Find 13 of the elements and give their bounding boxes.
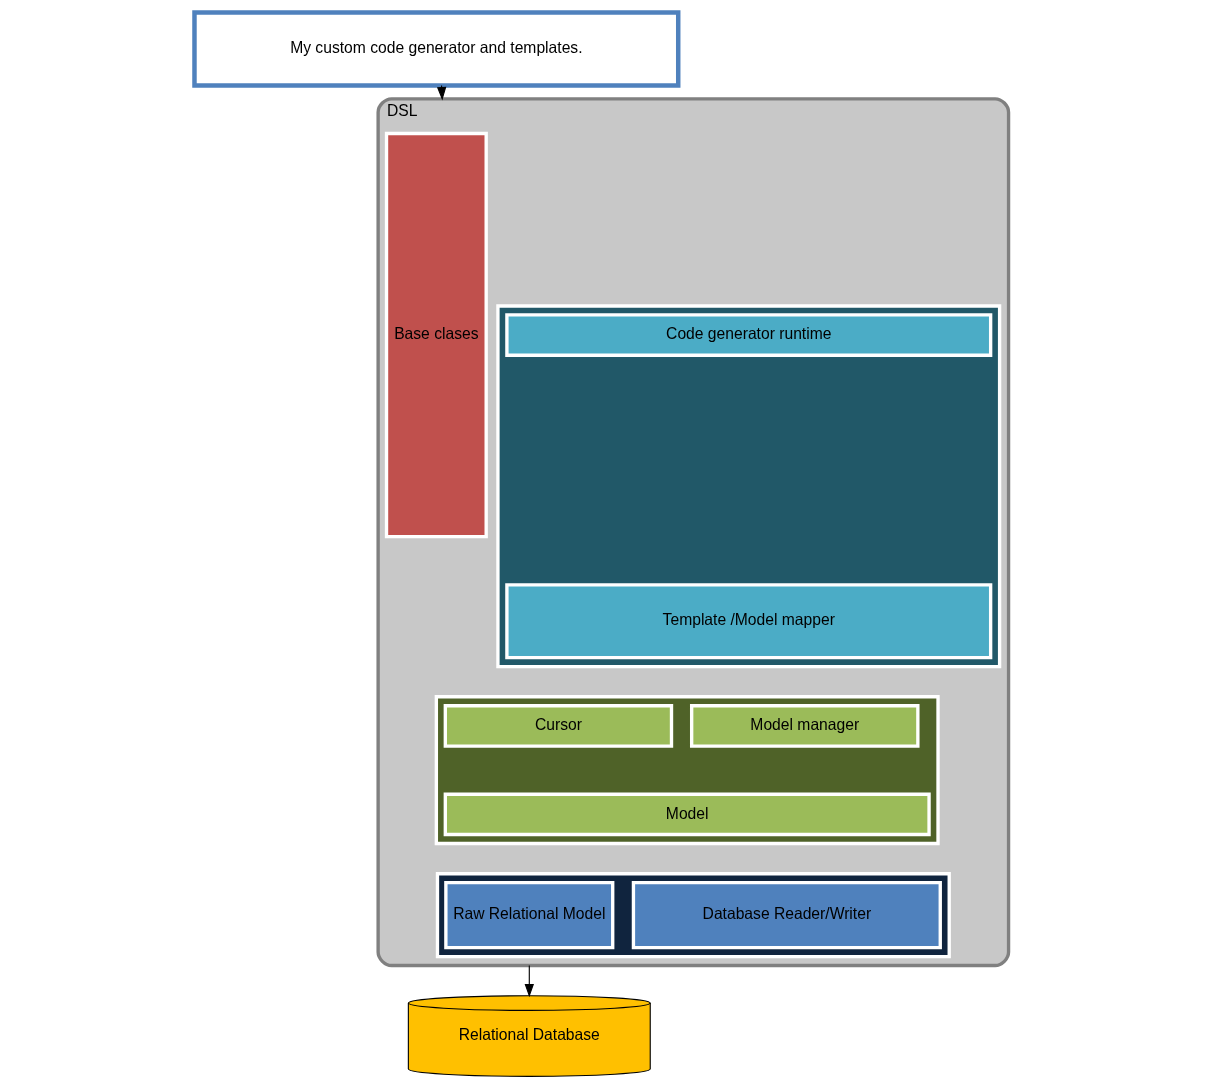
node-box: Model manager xyxy=(689,704,920,748)
cluster xyxy=(435,872,951,959)
node-box: Template /Model mapper xyxy=(504,583,992,660)
arrow xyxy=(436,84,446,101)
node-box: Cursor xyxy=(443,704,673,748)
node-box: Base clases xyxy=(384,131,488,539)
cluster xyxy=(434,695,940,846)
node-box: Raw Relational Model xyxy=(443,881,614,950)
arrow xyxy=(524,965,534,998)
node-box: Database Reader/Writer xyxy=(631,881,942,950)
node-box: Model xyxy=(443,792,931,837)
cluster xyxy=(495,304,1001,669)
node-box: Code generator runtime xyxy=(504,313,992,357)
